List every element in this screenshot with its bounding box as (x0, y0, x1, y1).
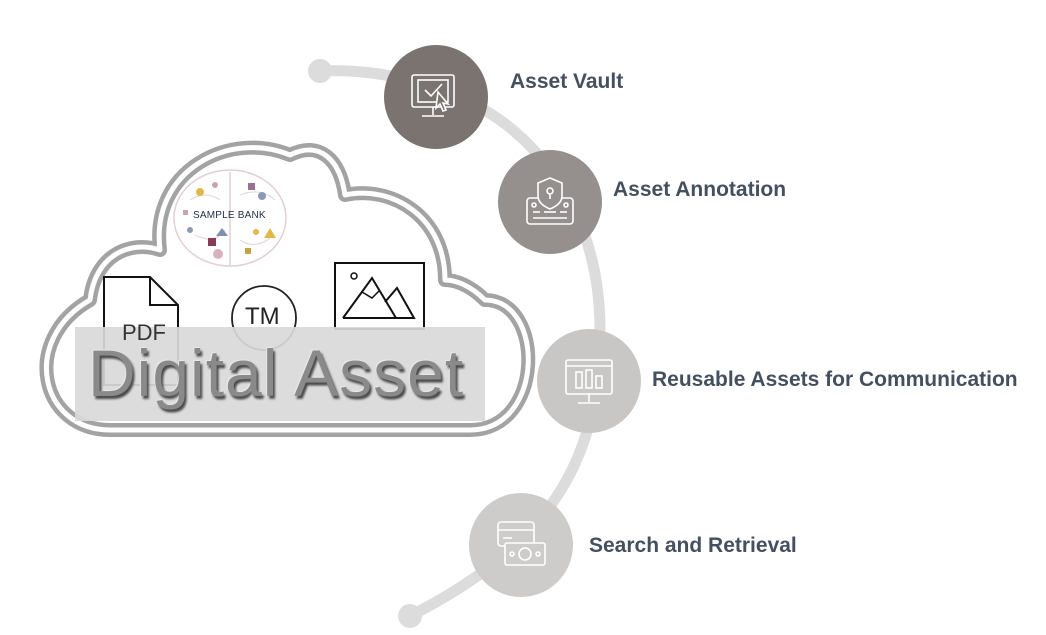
title-band (75, 327, 485, 421)
arc-start-dot (308, 59, 332, 83)
step-label-asset-annotation: Asset Annotation (613, 178, 787, 201)
monitor-check-icon (411, 74, 455, 117)
monitor-chart-icon (565, 359, 613, 404)
cloud-shape (39, 140, 536, 437)
brain-icon (173, 169, 287, 267)
image-mountain-icon (334, 262, 425, 330)
card-money-icon (497, 521, 546, 566)
step-circle-reusable-assets (537, 329, 641, 433)
step-label-reusable-assets: Reusable Assets for Communication (652, 368, 1018, 391)
pdf-label: PDF (122, 320, 166, 345)
step-label-search-retrieval: Search and Retrieval (589, 534, 797, 557)
cloud-title: Digital Asset (88, 336, 465, 410)
arc-end-dot (398, 604, 422, 628)
brain-label: SAMPLE BANK (193, 210, 266, 221)
step-circle-asset-vault (384, 45, 488, 149)
shield-lock-keyboard-icon (526, 177, 574, 225)
trademark-label: TM (245, 303, 280, 330)
step-label-asset-vault: Asset Vault (510, 70, 624, 93)
